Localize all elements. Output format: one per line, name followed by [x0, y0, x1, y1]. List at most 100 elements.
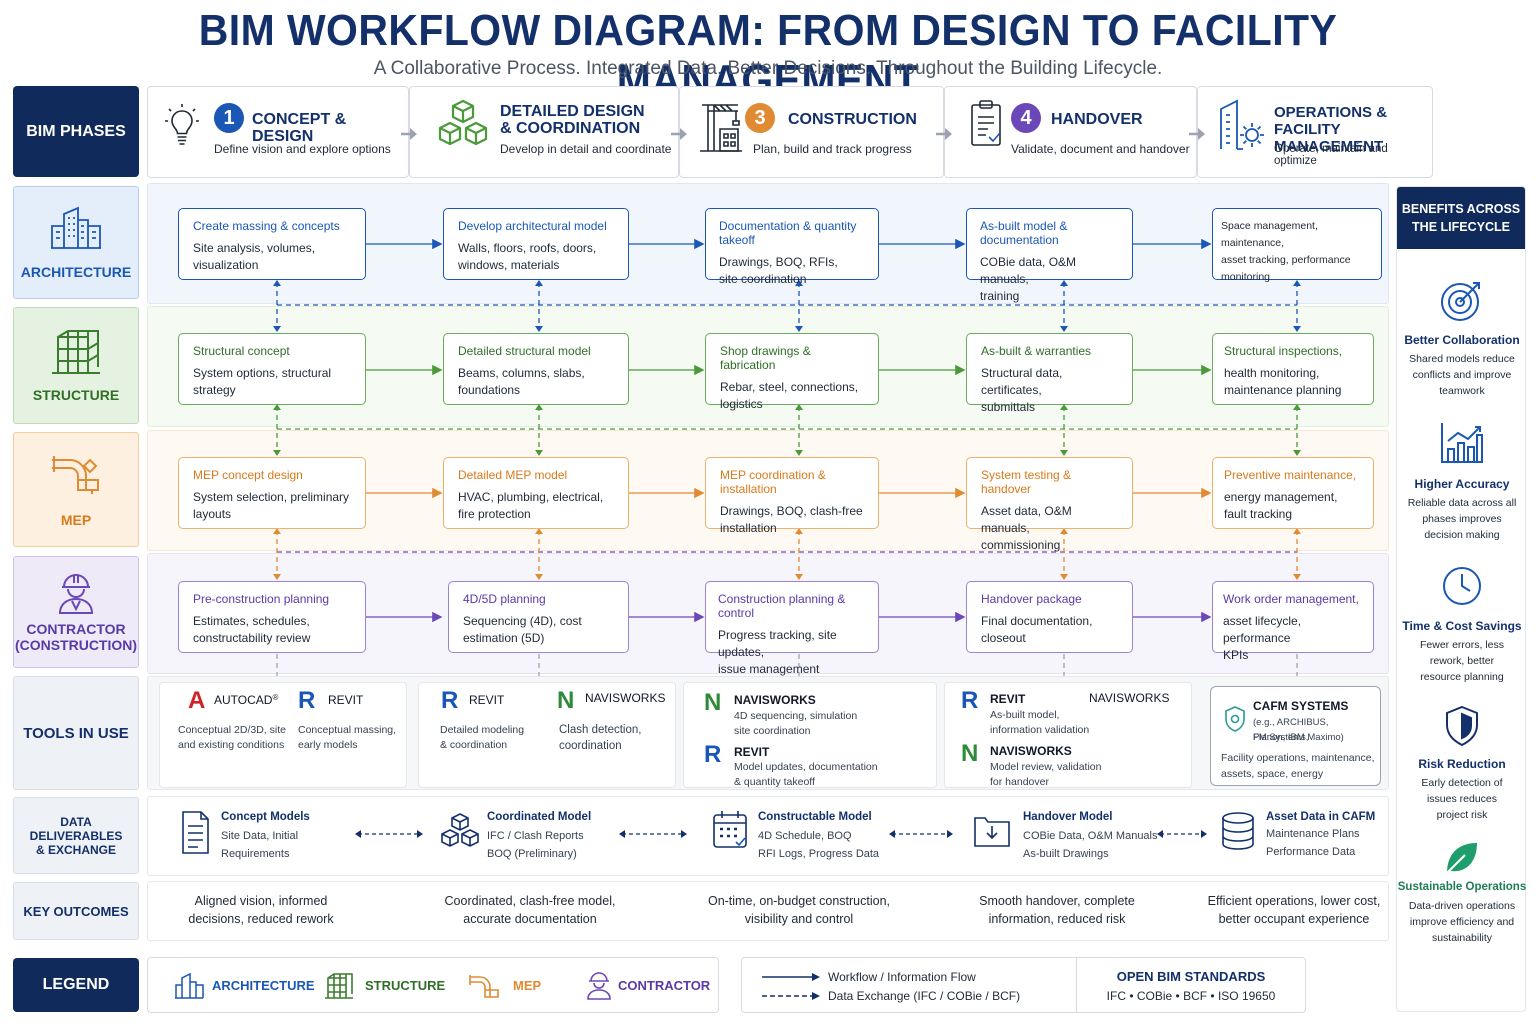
card-mep-maintenance[interactable]: Preventive maintenance, energy managemen… [1212, 457, 1374, 529]
phase-subtitle: Define vision and explore options [214, 142, 391, 156]
benefit-title: Sustainable Operations [1397, 881, 1527, 893]
mep-legend-icon [469, 975, 499, 998]
card-body: strategy [193, 383, 236, 397]
legend-architecture: ARCHITECTURE [212, 978, 315, 993]
legend-exchange-text: Data Exchange (IFC / COBie / BCF) [828, 989, 1021, 1003]
card-contractor-construction[interactable]: Construction planning & control Progress… [705, 581, 879, 676]
phase-concept-design: 1 CONCEPT & DESIGN Define vision and exp… [147, 86, 409, 178]
phase-detailed-design: DETAILED DESIGN & COORDINATION Develop i… [409, 86, 679, 178]
card-body: training [980, 289, 1020, 303]
calendar-icon [713, 811, 747, 848]
phase-number-badge: 4 [1011, 103, 1041, 133]
navisworks-logo-icon: N [704, 689, 722, 716]
benefit-title: Risk Reduction [1418, 757, 1506, 771]
card-title: 4D/5D planning [463, 592, 546, 606]
phase-handover: 4 HANDOVER Validate, document and handov… [944, 86, 1197, 178]
card-contractor-handover[interactable]: Handover package Final documentation, cl… [966, 581, 1133, 653]
card-body: Space management, maintenance, [1221, 220, 1318, 249]
card-title: Develop architectural model [458, 219, 607, 233]
card-body: Sequencing (4D), cost [463, 614, 582, 628]
card-mep-detailed[interactable]: Detailed MEP model HVAC, plumbing, elect… [443, 457, 629, 529]
tools-col-operations: CAFM SYSTEMS (e.g., ARCHIBUS, FM:Systems… [1210, 686, 1381, 786]
tool-desc: coordination [559, 740, 622, 752]
tool-name: NAVISWORKS [734, 693, 816, 707]
structure-legend-icon [325, 973, 353, 999]
tool-desc: Detailed modeling [440, 724, 525, 736]
phase-subtitle: Operate, maintain and optimize [1274, 143, 1388, 167]
benefit-title: Higher Accuracy [1414, 477, 1510, 491]
tool-name: REVIT [734, 745, 770, 759]
tool-desc: Conceptual 2D/3D, site [178, 724, 286, 736]
architecture-legend-icon [175, 972, 204, 999]
card-arch-operations[interactable]: Space management, maintenance, asset tra… [1212, 208, 1382, 283]
deliverable-body: BOQ (Preliminary) [487, 848, 577, 860]
shield-icon [1446, 705, 1478, 747]
phase-arrows [401, 128, 1205, 140]
card-mep-testing[interactable]: System testing & handover Asset data, O&… [966, 457, 1133, 552]
card-body: Estimates, schedules, [193, 614, 310, 628]
tool-name: REVIT [469, 693, 505, 707]
open-bim-standards: IFC • COBie • BCF • ISO 19650 [1106, 989, 1276, 1003]
tool-desc: early models [298, 739, 358, 751]
row-label-text: (CONSTRUCTION) [14, 637, 138, 653]
card-body: Final documentation, [981, 614, 1093, 628]
phase-number-badge: 3 [745, 103, 775, 133]
tool-name: REVIT [990, 692, 1026, 706]
legend-divider [1076, 958, 1077, 1012]
outcome-text: On-time, on-budget construction, [707, 894, 891, 908]
benefit-body: sustainability [1431, 932, 1493, 944]
card-body: System selection, preliminary [193, 490, 350, 504]
tools-col-handover: R REVIT NAVISWORKS As-built model, infor… [944, 682, 1192, 788]
card-struct-shop[interactable]: Shop drawings & fabrication Rebar, steel… [705, 333, 879, 411]
deliverable-title: Asset Data in CAFM [1266, 811, 1376, 823]
card-mep-coordination[interactable]: MEP coordination & installation Drawings… [705, 457, 879, 535]
card-title: Structural inspections, [1224, 344, 1343, 358]
row-label-text: ARCHITECTURE [20, 263, 132, 280]
card-title: MEP concept design [193, 468, 303, 482]
tools-col-construction: N NAVISWORKS 4D sequencing, simulation s… [683, 682, 937, 788]
card-title: Documentation & quantity takeoff [719, 219, 857, 247]
outcomes-band [147, 881, 1389, 941]
tool-name-text: AUTOCAD [214, 693, 273, 707]
card-arch-handover[interactable]: As-built model & documentation COBie dat… [966, 208, 1133, 303]
card-title: Construction planning & control [718, 592, 846, 620]
benefit-body: resource planning [1420, 671, 1504, 683]
card-contractor-4d5d[interactable]: 4D/5D planning Sequencing (4D), cost est… [448, 581, 629, 653]
card-struct-detailed[interactable]: Detailed structural model Beams, columns… [443, 333, 629, 405]
deliverable-title: Coordinated Model [487, 811, 592, 823]
deliverable-title: Concept Models [221, 811, 310, 823]
page-title: BIM WORKFLOW DIAGRAM: FROM DESIGN TO FAC… [198, 6, 1338, 105]
card-contractor-preconstruction[interactable]: Pre-construction planning Estimates, sch… [178, 581, 366, 653]
phase-title-line1: OPERATIONS & [1274, 104, 1388, 121]
legend-lines: Workflow / Information Flow Data Exchang… [741, 957, 1306, 1013]
tool-name: CAFM SYSTEMS [1253, 699, 1349, 713]
legend-label: LEGEND [13, 958, 139, 1012]
card-mep-concept[interactable]: MEP concept design System selection, pre… [178, 457, 366, 529]
card-struct-asbuilt[interactable]: As-built & warranties Structural data, c… [966, 333, 1133, 414]
card-struct-concept[interactable]: Structural concept System options, struc… [178, 333, 366, 405]
outcome-text: Efficient operations, lower cost, [1207, 894, 1381, 908]
card-body: installation [720, 521, 777, 535]
row-label-text: STRUCTURE [32, 386, 120, 403]
benefit-body: phases improves [1422, 513, 1502, 525]
card-arch-construction[interactable]: Documentation & quantity takeoff Drawing… [705, 208, 879, 286]
card-body: Drawings, BOQ, RFIs, [719, 255, 838, 269]
tool-desc: Conceptual massing, [298, 724, 397, 736]
card-arch-detailed[interactable]: Develop architectural model Walls, floor… [443, 208, 629, 280]
navisworks-logo-icon: N [557, 687, 575, 714]
bim-phases-label: BIM PHASES [13, 86, 139, 177]
card-struct-inspections[interactable]: Structural inspections, health monitorin… [1212, 333, 1374, 405]
row-label-architecture: ARCHITECTURE [13, 186, 139, 299]
card-contractor-workorder[interactable]: Work order management, asset lifecycle, … [1212, 581, 1374, 662]
benefit-body: decision making [1424, 529, 1500, 541]
card-body: foundations [458, 383, 521, 397]
card-arch-concept[interactable]: Create massing & concepts Site analysis,… [178, 208, 366, 280]
benefit-body: project risk [1436, 809, 1488, 821]
card-body: KPIs [1223, 648, 1249, 662]
phase-title-line2: FACILITY MANAGEMENT [1274, 121, 1384, 155]
card-body: submittals [981, 400, 1036, 414]
outcome-item: Aligned vision, informed decisions, redu… [150, 880, 372, 940]
card-title: As-built & warranties [981, 344, 1092, 358]
workflow-connectors [273, 238, 1301, 676]
card-body: visualization [193, 258, 259, 272]
